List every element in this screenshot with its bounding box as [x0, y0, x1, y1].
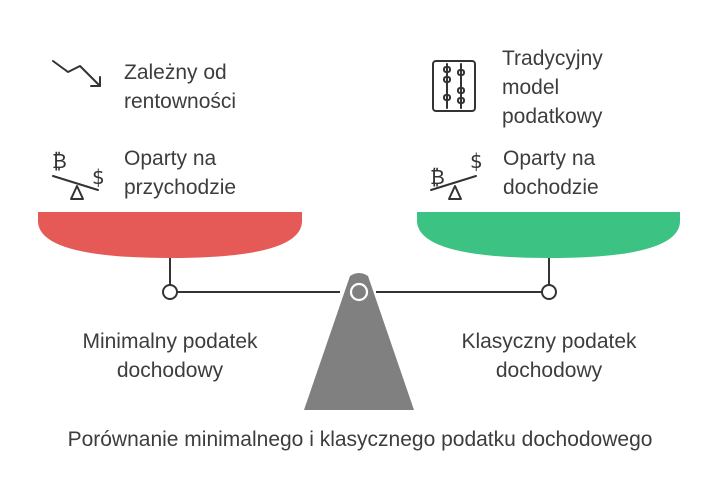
right-feature-line: Tradycyjny	[502, 47, 603, 70]
seesaw-bitcoin-dollar-icon: ₿ $	[52, 149, 105, 200]
left-feature-revenue: Oparty na przychodzie	[124, 144, 236, 202]
right-pan	[417, 212, 680, 258]
svg-text:₿: ₿	[430, 165, 445, 189]
diagram-caption: Porównanie minimalnego i klasycznego pod…	[67, 428, 653, 451]
right-feature-traditional-model: Tradycyjny model podatkowy	[502, 44, 603, 131]
right-pan-label-line: Klasyczny podatek	[461, 330, 637, 353]
left-pan	[38, 212, 302, 258]
abacus-icon	[432, 60, 476, 112]
right-feature-line: podatkowy	[502, 105, 603, 128]
left-feature-line: przychodzie	[124, 176, 237, 199]
svg-text:₿: ₿	[52, 149, 67, 173]
trend-down-icon	[52, 60, 101, 87]
right-feature-income: Oparty na dochodzie	[503, 144, 599, 202]
stand-pivot	[349, 282, 369, 302]
right-beam-pivot	[541, 284, 557, 300]
left-beam-pivot	[162, 284, 178, 300]
left-feature-profitability: Zależny od rentowności	[124, 58, 236, 116]
left-pan-label: Minimalny podatek dochodowy	[48, 327, 292, 385]
right-pan-label-line: dochodowy	[495, 359, 603, 382]
right-feature-line: model	[502, 76, 560, 99]
svg-text:$: $	[92, 165, 105, 189]
seesaw-bitcoin-dollar-icon: ₿ $	[430, 149, 483, 200]
left-pan-label-line: dochodowy	[116, 359, 224, 382]
right-pan-label: Klasyczny podatek dochodowy	[427, 327, 671, 385]
left-pan-label-line: Minimalny podatek	[82, 330, 258, 353]
svg-text:$: $	[470, 149, 483, 173]
scale-stand	[304, 273, 414, 410]
right-feature-line: dochodzie	[503, 176, 599, 199]
left-feature-line: rentowności	[124, 90, 237, 113]
right-feature-line: Oparty na	[503, 147, 596, 170]
left-feature-line: Oparty na	[124, 147, 217, 170]
left-feature-line: Zależny od	[124, 61, 227, 84]
